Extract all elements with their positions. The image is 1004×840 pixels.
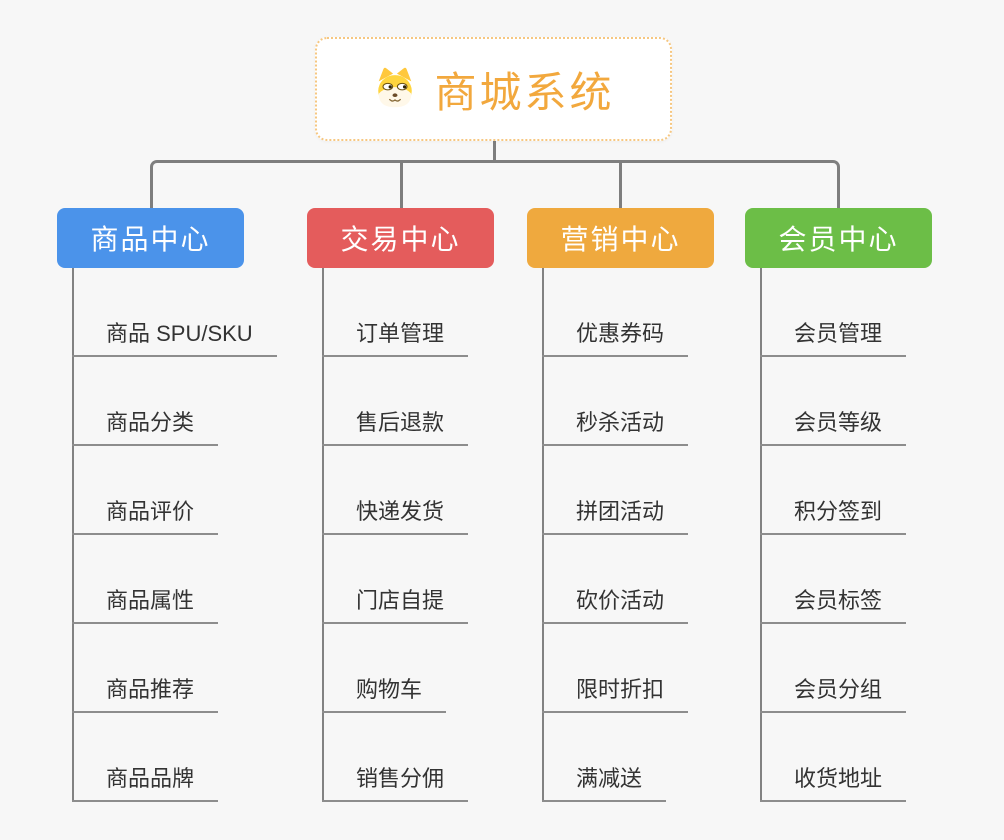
mindmap-item: 会员标签 bbox=[760, 586, 907, 624]
branch-button-member-center[interactable]: 会员中心 bbox=[745, 208, 932, 268]
mindmap-item-label[interactable]: 会员等级 bbox=[760, 408, 907, 446]
mindmap-item: 商品 SPU/SKU bbox=[72, 319, 277, 357]
mindmap-item-label[interactable]: 会员标签 bbox=[760, 586, 907, 624]
mindmap-item-label[interactable]: 会员分组 bbox=[760, 675, 907, 713]
connector-elbow-left bbox=[150, 160, 494, 208]
mindmap-item-label[interactable]: 门店自提 bbox=[322, 586, 469, 624]
mindmap-item: 限时折扣 bbox=[542, 675, 689, 713]
branch-button-label: 会员中心 bbox=[778, 224, 899, 255]
mindmap-item: 门店自提 bbox=[322, 586, 469, 624]
root-node[interactable]: 商城系统 bbox=[315, 37, 672, 141]
branch-button-trade-center[interactable]: 交易中心 bbox=[307, 208, 494, 268]
mindmap-item: 会员分组 bbox=[760, 675, 907, 713]
mindmap-item-label[interactable]: 销售分佣 bbox=[322, 764, 469, 802]
mindmap-item-label[interactable]: 商品分类 bbox=[72, 408, 219, 446]
root-connector-line bbox=[493, 141, 496, 162]
connector-drop-trade bbox=[400, 160, 403, 208]
mindmap-item-label[interactable]: 商品品牌 bbox=[72, 764, 219, 802]
mindmap-item-label[interactable]: 砍价活动 bbox=[542, 586, 689, 624]
mindmap-item: 收货地址 bbox=[760, 764, 907, 802]
mindmap-item-label[interactable]: 商品 SPU/SKU bbox=[72, 319, 277, 357]
mindmap-item: 积分签到 bbox=[760, 497, 907, 535]
mindmap-item-label[interactable]: 订单管理 bbox=[322, 319, 469, 357]
mindmap-item: 购物车 bbox=[322, 675, 447, 713]
mindmap-item-label[interactable]: 拼团活动 bbox=[542, 497, 689, 535]
mindmap-item: 商品推荐 bbox=[72, 675, 219, 713]
connector-drop-marketing bbox=[619, 160, 622, 208]
mindmap-item-label[interactable]: 商品评价 bbox=[72, 497, 219, 535]
mindmap-item: 秒杀活动 bbox=[542, 408, 689, 446]
mindmap-item-label[interactable]: 会员管理 bbox=[760, 319, 907, 357]
branch-button-label: 商品中心 bbox=[90, 224, 211, 255]
mindmap-item-label[interactable]: 秒杀活动 bbox=[542, 408, 689, 446]
mindmap-item-label[interactable]: 商品属性 bbox=[72, 586, 219, 624]
mindmap-item: 会员等级 bbox=[760, 408, 907, 446]
mindmap-item: 订单管理 bbox=[322, 319, 469, 357]
mindmap-item: 商品分类 bbox=[72, 408, 219, 446]
root-title: 商城系统 bbox=[434, 68, 615, 116]
mindmap-item: 销售分佣 bbox=[322, 764, 469, 802]
branch-button-product-center[interactable]: 商品中心 bbox=[57, 208, 244, 268]
mindmap-item: 砍价活动 bbox=[542, 586, 689, 624]
mindmap-item-label[interactable]: 收货地址 bbox=[760, 764, 907, 802]
branch-trade-center: 交易中心 订单管理 售后退款 快递发货 门店自提 购物车 销售分佣 bbox=[307, 208, 567, 808]
mindmap-item: 满减送 bbox=[542, 764, 667, 802]
branch-button-label: 营销中心 bbox=[560, 224, 681, 255]
branch-product-center: 商品中心 商品 SPU/SKU 商品分类 商品评价 商品属性 商品推荐 商品品牌 bbox=[57, 208, 317, 808]
mindmap-item-label[interactable]: 购物车 bbox=[322, 675, 447, 713]
mindmap-item-label[interactable]: 满减送 bbox=[542, 764, 667, 802]
branch-button-marketing-center[interactable]: 营销中心 bbox=[527, 208, 714, 268]
mindmap-item: 商品评价 bbox=[72, 497, 219, 535]
branch-member-center: 会员中心 会员管理 会员等级 积分签到 会员标签 会员分组 收货地址 bbox=[745, 208, 1004, 808]
mindmap-item: 会员管理 bbox=[760, 319, 907, 357]
mindmap-item-label[interactable]: 售后退款 bbox=[322, 408, 469, 446]
mindmap-item: 快递发货 bbox=[322, 497, 469, 535]
mindmap-item-label[interactable]: 限时折扣 bbox=[542, 675, 689, 713]
mindmap-item: 售后退款 bbox=[322, 408, 469, 446]
dog-face-icon bbox=[378, 67, 413, 108]
mindmap-item: 拼团活动 bbox=[542, 497, 689, 535]
mindmap-item-label[interactable]: 快递发货 bbox=[322, 497, 469, 535]
branch-button-label: 交易中心 bbox=[340, 224, 461, 255]
mindmap-item: 商品品牌 bbox=[72, 764, 219, 802]
mindmap-item-label[interactable]: 积分签到 bbox=[760, 497, 907, 535]
mindmap-item-label[interactable]: 商品推荐 bbox=[72, 675, 219, 713]
mindmap-item-label[interactable]: 优惠券码 bbox=[542, 319, 689, 357]
mindmap-item: 优惠券码 bbox=[542, 319, 689, 357]
connector-elbow-right bbox=[494, 160, 840, 208]
mindmap-item: 商品属性 bbox=[72, 586, 219, 624]
branch-marketing-center: 营销中心 优惠券码 秒杀活动 拼团活动 砍价活动 限时折扣 满减送 bbox=[527, 208, 787, 808]
